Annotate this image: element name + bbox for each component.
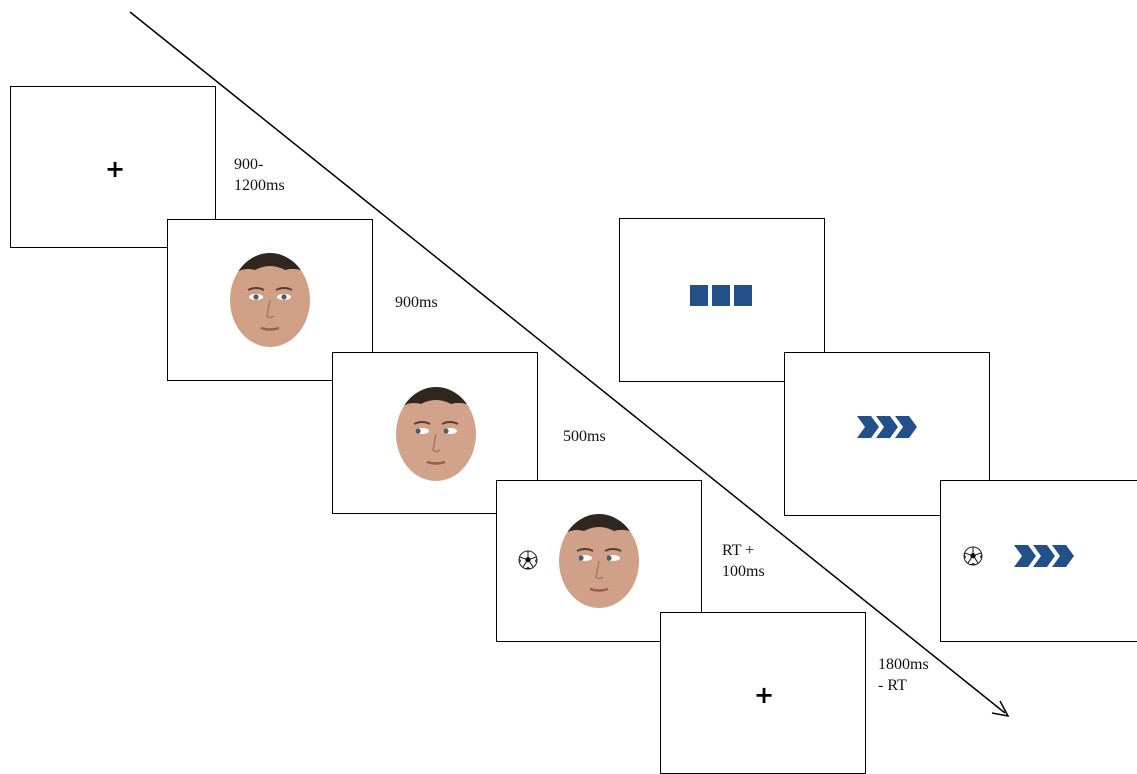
face-neutral-frame xyxy=(167,219,373,381)
duration-fixation: 900- 1200ms xyxy=(234,156,285,194)
face-gaze-frame xyxy=(332,352,538,514)
soccer-ball-icon xyxy=(518,550,538,570)
square-cue-frame xyxy=(619,218,825,382)
chevron-arrow-cue-icon xyxy=(857,416,917,438)
face-gaze-icon xyxy=(396,387,476,481)
face-neutral-icon xyxy=(230,253,310,347)
duration-face-neutral: 900ms xyxy=(395,294,438,311)
face-target-icon xyxy=(559,514,639,608)
fixation-frame-2: + xyxy=(660,612,866,774)
arrow-target-frame xyxy=(940,480,1137,642)
chevron-arrow-target-icon xyxy=(1014,545,1074,567)
square-cue-icon xyxy=(690,285,752,306)
fixation-cross-2: + xyxy=(754,681,775,709)
duration-target: RT + 100ms xyxy=(722,542,765,580)
soccer-ball-icon-2 xyxy=(963,546,983,566)
duration-face-gaze: 500ms xyxy=(563,428,606,445)
duration-iti: 1800ms - RT xyxy=(878,656,929,694)
fixation-cross: + xyxy=(105,155,126,183)
target-face-frame xyxy=(496,480,702,642)
